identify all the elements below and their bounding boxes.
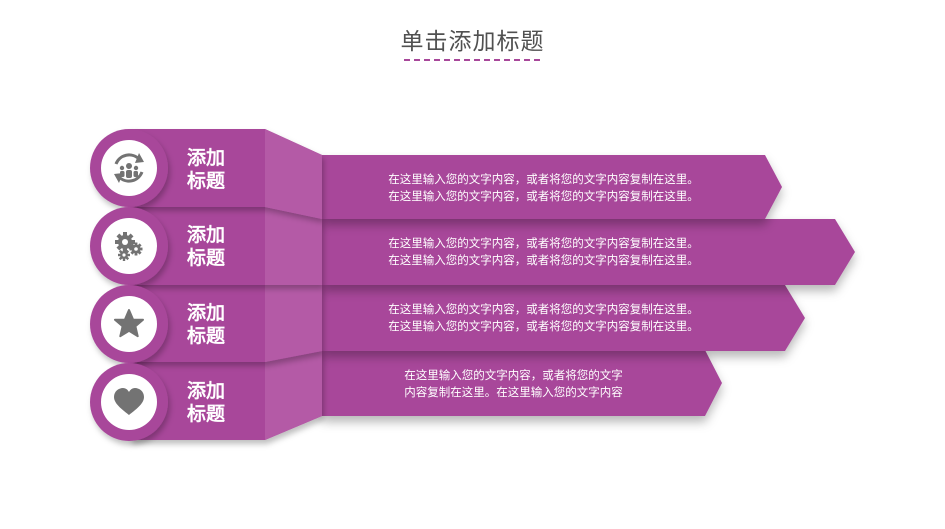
gears-icon <box>115 232 143 261</box>
item-4-label: 添加 标题 <box>171 380 241 426</box>
arrow-ribbon-2 <box>322 219 855 285</box>
item-4-label-line1: 添加 <box>186 380 225 402</box>
item-4-label-line2: 标题 <box>186 403 225 425</box>
item-2-label: 添加 标题 <box>171 224 241 270</box>
item-2-label-line2: 标题 <box>186 247 225 269</box>
item-2-label-line1: 添加 <box>186 224 225 246</box>
item-3-desc-line2: 在这里输入您的文字内容，或者将您的文字内容复制在这里。 <box>388 319 699 333</box>
item-4-desc-line2: 内容复制在这里。在这里输入您的文字内容 <box>404 385 623 399</box>
item-3-desc-line1: 在这里输入您的文字内容，或者将您的文字内容复制在这里。 <box>388 302 699 316</box>
item-1-description: 在这里输入您的文字内容，或者将您的文字内容复制在这里。 在这里输入您的文字内容，… <box>322 171 765 205</box>
item-2-description: 在这里输入您的文字内容，或者将您的文字内容复制在这里。 在这里输入您的文字内容，… <box>322 235 765 269</box>
item-1-label-line1: 添加 <box>186 147 225 169</box>
item-3-label-line2: 标题 <box>186 325 225 347</box>
arrow-ribbon-1 <box>322 155 782 219</box>
heart-icon <box>114 388 144 415</box>
tab-2 <box>130 207 322 285</box>
star-icon <box>114 309 144 338</box>
arrow-ribbon-4 <box>322 350 722 416</box>
item-2-desc-line1: 在这里输入您的文字内容，或者将您的文字内容复制在这里。 <box>388 236 699 250</box>
item-2-desc-line2: 在这里输入您的文字内容，或者将您的文字内容复制在这里。 <box>388 253 699 267</box>
item-1-desc-line1: 在这里输入您的文字内容，或者将您的文字内容复制在这里。 <box>388 172 699 186</box>
recycle-people-icon <box>114 153 144 183</box>
item-3-description: 在这里输入您的文字内容，或者将您的文字内容复制在这里。 在这里输入您的文字内容，… <box>322 301 765 335</box>
item-1-desc-line2: 在这里输入您的文字内容，或者将您的文字内容复制在这里。 <box>388 189 699 203</box>
title-underline <box>404 59 540 61</box>
tab-4 <box>130 350 322 440</box>
item-1-label-line2: 标题 <box>186 170 225 192</box>
page-title: 单击添加标题 <box>400 29 545 55</box>
item-3-label-line1: 添加 <box>186 302 225 324</box>
tab-3 <box>130 285 322 362</box>
item-3-label: 添加 标题 <box>171 302 241 348</box>
item-1-label: 添加 标题 <box>171 147 241 193</box>
item-4-description: 在这里输入您的文字内容，或者将您的文字 内容复制在这里。在这里输入您的文字内容 <box>322 367 705 401</box>
tab-1 <box>130 129 322 219</box>
item-4-desc-line1: 在这里输入您的文字内容，或者将您的文字 <box>404 368 623 382</box>
arrow-ribbon-3 <box>322 285 805 351</box>
